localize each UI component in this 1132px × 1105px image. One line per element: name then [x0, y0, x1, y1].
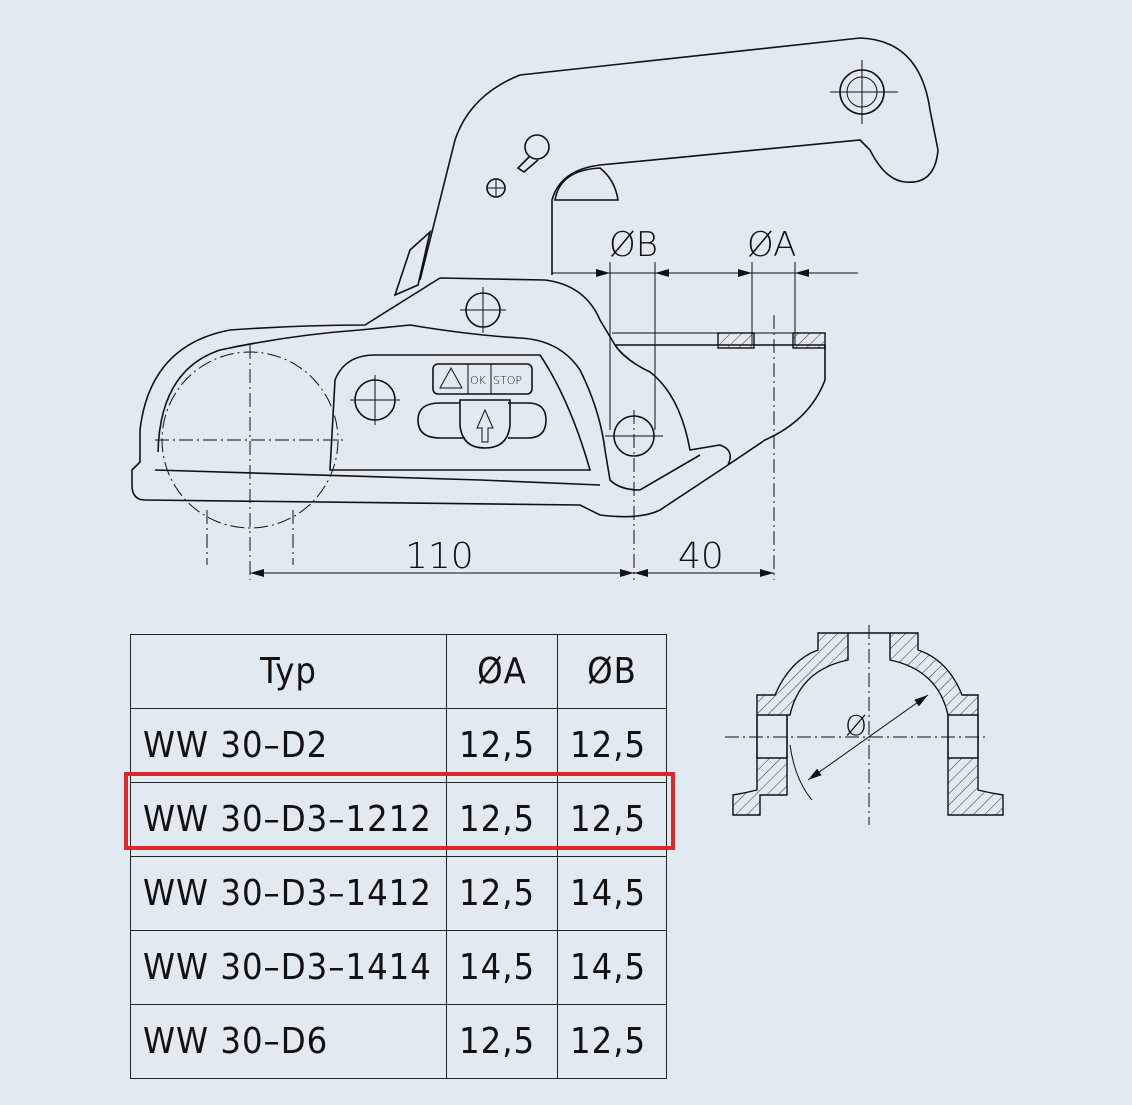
- cell-b: 12,5: [557, 708, 667, 783]
- arrow-up-icon: [476, 408, 494, 443]
- dim-b-label: ØB: [609, 225, 658, 265]
- table-header-row: Typ ØA ØB: [130, 634, 667, 709]
- ok-label: OK: [470, 374, 487, 387]
- cell-a: 12,5: [446, 708, 558, 783]
- cell-a: 12,5: [446, 782, 558, 857]
- table-row: WW 30–D3–1212 12,5 12,5: [130, 782, 667, 857]
- dimension-lines: ØB ØA 110 40: [250, 225, 858, 580]
- table-row: WW 30–D2 12,5 12,5: [130, 708, 667, 783]
- cell-b: 12,5: [557, 782, 667, 857]
- cell-b: 14,5: [557, 930, 667, 1005]
- table-row: WW 30–D3–1412 12,5 14,5: [130, 856, 667, 931]
- section-view: Ø: [725, 625, 1004, 825]
- cell-typ: WW 30–D3–1414: [130, 930, 447, 1005]
- type-table: Typ ØA ØB WW 30–D2 12,5 12,5 WW 30–D3–12…: [130, 634, 667, 1079]
- coupling-handle: [393, 37, 939, 297]
- coupling-body: [131, 277, 826, 580]
- header-typ: Typ: [130, 634, 447, 709]
- cell-a: 12,5: [446, 1004, 558, 1079]
- cell-a: 14,5: [446, 930, 558, 1005]
- cell-typ: WW 30–D3–1212: [130, 782, 447, 857]
- cell-typ: WW 30–D6: [130, 1004, 447, 1079]
- table-row: WW 30–D6 12,5 12,5: [130, 1004, 667, 1079]
- highlighted-row-box: [124, 772, 675, 850]
- table-row: WW 30–D3–1414 14,5 14,5: [130, 930, 667, 1005]
- warning-label: OK STOP: [417, 363, 547, 449]
- cell-b: 12,5: [557, 1004, 667, 1079]
- cell-typ: WW 30–D3–1412: [130, 856, 447, 931]
- dim-40-label: 40: [678, 536, 724, 577]
- header-b: ØB: [557, 634, 667, 709]
- header-a: ØA: [446, 634, 558, 709]
- stop-label: STOP: [493, 374, 522, 387]
- cell-b: 14,5: [557, 856, 667, 931]
- cell-typ: WW 30–D2: [130, 708, 447, 783]
- dim-a-label: ØA: [747, 225, 796, 265]
- section-diameter-label: Ø: [845, 709, 867, 742]
- cell-a: 12,5: [446, 856, 558, 931]
- dim-110-label: 110: [405, 536, 474, 577]
- warning-triangle-icon: [439, 366, 463, 389]
